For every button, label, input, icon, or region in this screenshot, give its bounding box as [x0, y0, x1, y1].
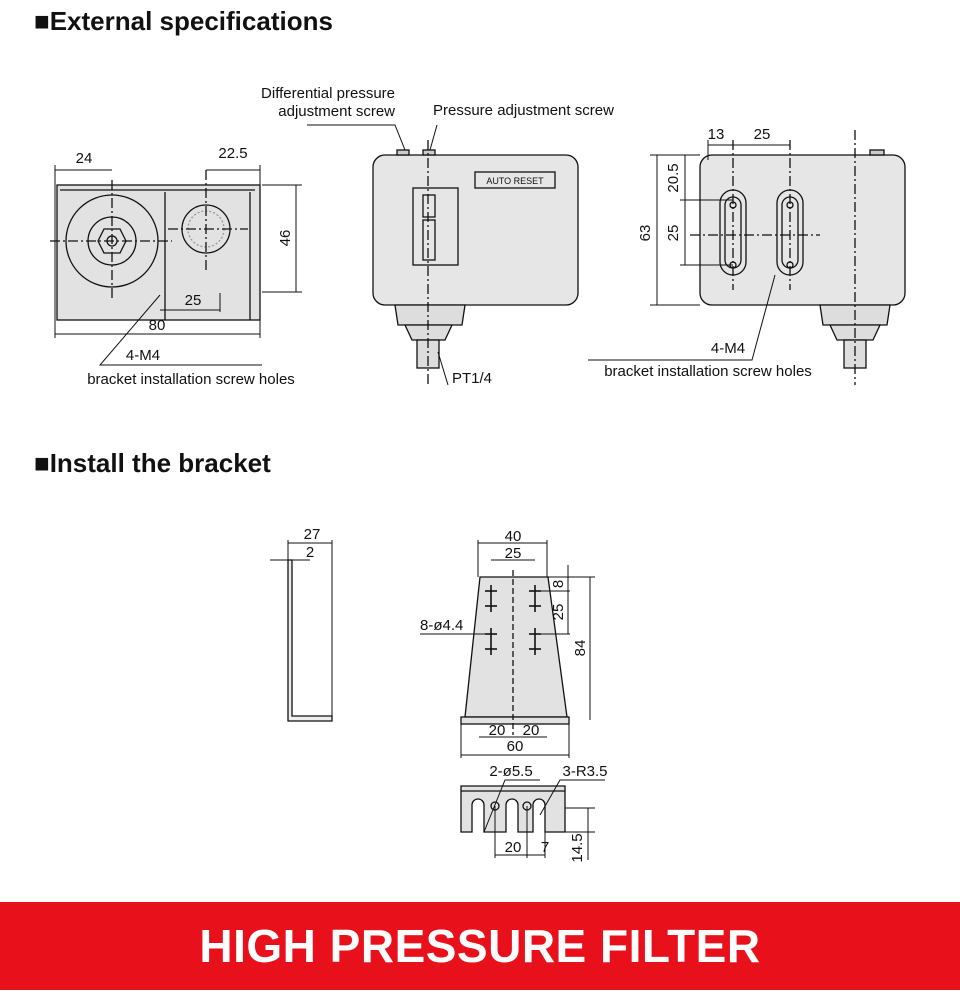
- dim-25-top: 25: [754, 126, 771, 143]
- screw-desc-right: bracket installation screw holes: [604, 363, 812, 380]
- pressure-screw-label: Pressure adjustment screw: [433, 102, 614, 119]
- external-specifications-heading: ■External specifications: [34, 6, 333, 36]
- holes-label-bottom: 2-ø5.5: [489, 763, 532, 780]
- port-label: PT1/4: [452, 370, 492, 387]
- dim-25-side: 25: [550, 604, 567, 621]
- dim-20-bottom: 20: [505, 839, 522, 856]
- dim-25-side: 25: [665, 225, 682, 242]
- dim-13: 13: [708, 126, 725, 143]
- dim-60: 60: [507, 738, 524, 755]
- bracket-side-view: 27 2: [270, 526, 333, 722]
- dim-8: 8: [550, 580, 567, 588]
- dim-63: 63: [637, 225, 654, 242]
- dim-84: 84: [572, 640, 589, 657]
- dim-27: 27: [304, 526, 321, 543]
- dim-25: 25: [505, 545, 522, 562]
- screw-desc-left: bracket installation screw holes: [87, 371, 295, 388]
- left-side-view: 24 22.5 46 25 80 4-M4 bracket installati…: [50, 145, 302, 388]
- dim-22-5: 22.5: [218, 145, 247, 162]
- dim-80: 80: [149, 317, 166, 334]
- install-bracket-heading: ■Install the bracket: [34, 448, 271, 478]
- slots-label: 3-R3.5: [562, 763, 607, 780]
- dim-20-5: 20.5: [665, 163, 682, 192]
- auto-reset-label: AUTO RESET: [486, 176, 544, 186]
- dim-14-5: 14.5: [569, 833, 586, 862]
- dim-20-right: 20: [523, 722, 540, 739]
- diff-screw-label-1: Differential pressure: [261, 85, 395, 102]
- screw-label-right: 4-M4: [711, 340, 745, 357]
- dim-24: 24: [76, 150, 93, 167]
- diff-screw-label-2: adjustment screw: [278, 103, 395, 120]
- banner-text: HIGH PRESSURE FILTER: [199, 920, 761, 972]
- bracket-bottom-view: 2-ø5.5 3-R3.5 20 7 14.5: [460, 763, 608, 863]
- holes-label: 8-ø4.4: [420, 617, 463, 634]
- rear-view: 13 25 20.5 25 63 4-M4 bracket installati…: [588, 126, 906, 385]
- bracket-front-view: 40 25 8 25 84 8-ø4.4 20 20 60: [420, 528, 595, 758]
- screw-label-left: 4-M4: [126, 347, 160, 364]
- dim-25: 25: [185, 292, 202, 309]
- dim-7: 7: [541, 839, 549, 856]
- dim-2: 2: [306, 544, 314, 561]
- dim-40: 40: [505, 528, 522, 545]
- front-view: AUTO RESET Differential pressure adjustm…: [261, 85, 614, 387]
- dim-20-left: 20: [489, 722, 506, 739]
- dim-46: 46: [277, 230, 294, 247]
- title-banner: HIGH PRESSURE FILTER: [0, 902, 960, 990]
